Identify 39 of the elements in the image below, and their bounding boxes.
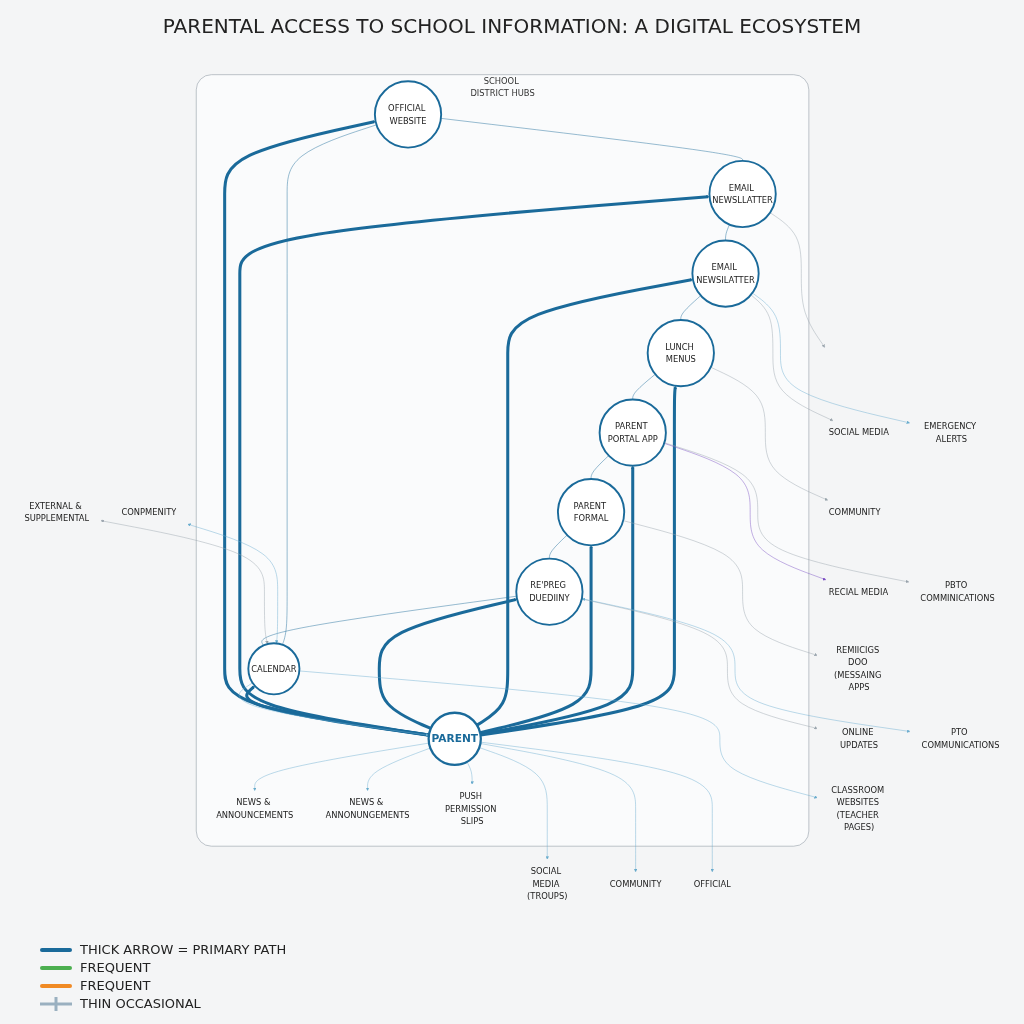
node-text: CONPMENITY [121, 507, 177, 517]
arrow [480, 385, 677, 737]
node-text: SOCIAL MEDIA (TROUPS) [527, 866, 568, 902]
node-circle: PARENT [427, 711, 482, 767]
node-circle: RE'PREG DUEDIINY [515, 557, 584, 626]
node-text: PBTO COMMINICATIONS [920, 580, 995, 603]
node-text: COMMUNITY [828, 507, 881, 517]
node-text: CLASSROOM WEBSITES (TEACHER PAGES) [831, 785, 885, 833]
node-text: COMMUNITY [609, 879, 662, 889]
node-text: PTO COMMUNICATIONS [921, 727, 1000, 750]
arrow [187, 523, 279, 644]
node-circle: OFFICIAL WEBSITE [373, 80, 443, 149]
node-circle: PARENT PORTAL APP [598, 398, 667, 467]
node-text: EMERGENCY ALERTS [923, 421, 977, 444]
node-circle: LUNCH MENUS [646, 319, 715, 388]
node-text: PUSH PERMISSION SLIPS [445, 791, 497, 827]
arrow [238, 195, 710, 737]
node-text: EXTERNAL & SUPPLEMENTAL [24, 501, 90, 524]
node-text: ONLINE UPDATES [840, 727, 879, 750]
node-circle: CALENDAR [247, 642, 301, 696]
node-circle: EMAIL NEWSLLATTER [708, 159, 777, 229]
legend-text: THICK ARROW = PRIMARY PATH [80, 942, 287, 957]
arrow [377, 598, 518, 730]
diagram-title: PARENTAL ACCESS TO SCHOOL INFORMATION: A DIGITAL ECOSYSTEM [162, 14, 862, 38]
arrow [100, 519, 269, 645]
arrow [479, 545, 593, 735]
node-text: REMIICIGS DOO (MESSAING APPS [834, 645, 882, 693]
arrow [480, 465, 635, 736]
node-text: SOCIAL MEDIA [828, 427, 889, 438]
node-text: RECIAL MEDIA [828, 587, 889, 597]
node-circle: PARENT FORMAL [557, 478, 626, 547]
node-text: NEWS & ANNONUNGEMENTS [325, 797, 410, 820]
node-text: NEWS & ANNOUNCEMENTS [216, 797, 294, 820]
legend-text: FREQUENT [80, 960, 151, 975]
legend-text: THIN OCCASIONAL [80, 996, 201, 1011]
arrow [476, 278, 694, 727]
legend-text: FREQUENT [80, 978, 151, 993]
node-text: OFFICIAL [693, 879, 731, 889]
node-circle: EMAIL NEWSILATTER [691, 239, 760, 308]
